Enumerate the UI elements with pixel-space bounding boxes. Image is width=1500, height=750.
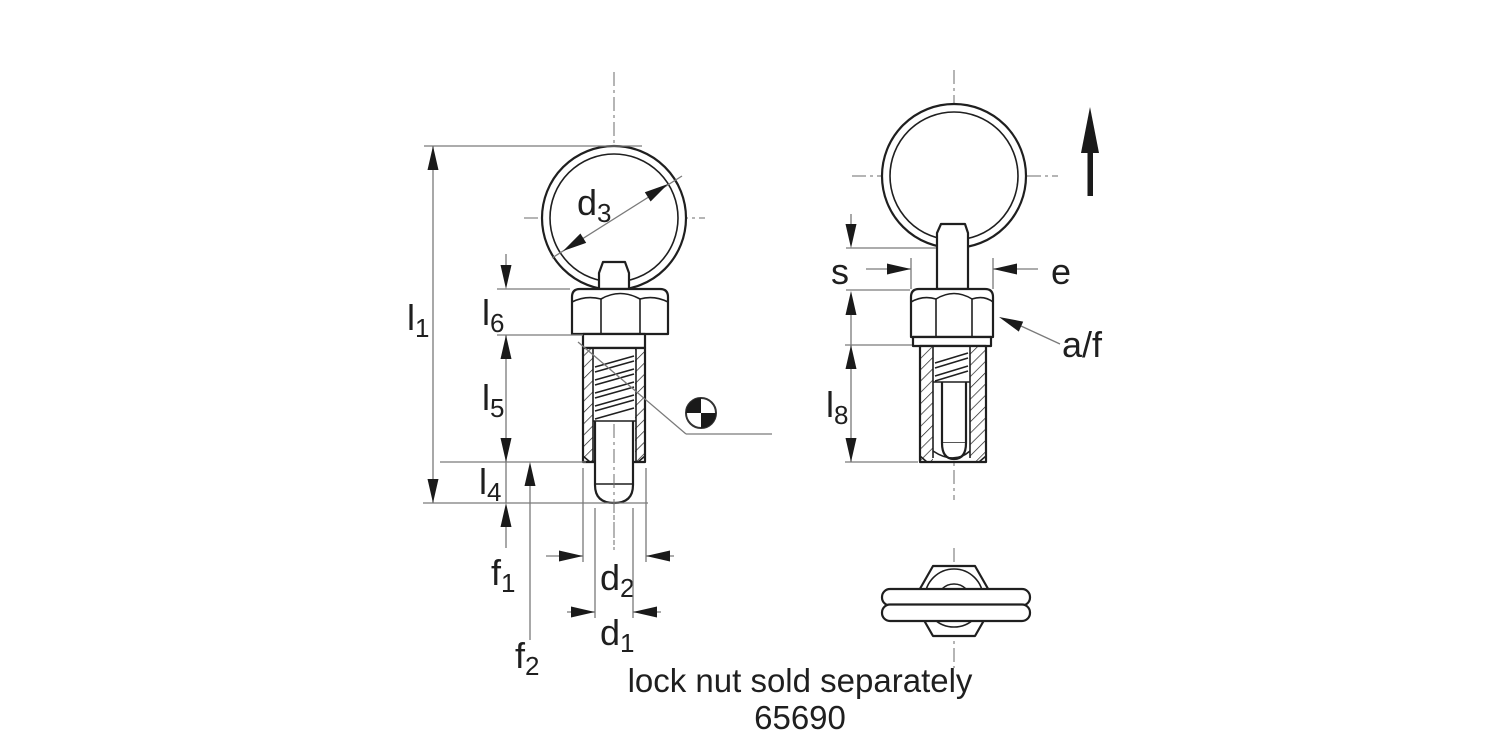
ring-edge-on (880, 587, 1032, 623)
label-f2: f2 (515, 635, 539, 681)
dim-f1: f1 (491, 527, 515, 598)
hex-nut-chamfer-arcs (910, 292, 994, 303)
dim-d3: d3 (551, 175, 683, 259)
hex-nut-body (570, 287, 670, 336)
collar (581, 332, 647, 350)
label-e: e (1051, 251, 1071, 292)
dim-f2: f2 (515, 462, 539, 681)
caption-line2-part-number: 65690 (754, 699, 846, 736)
label-l6: l6 (482, 292, 504, 338)
dim-l1: l1 (407, 146, 439, 503)
label-l5: l5 (482, 377, 504, 423)
stud (597, 260, 631, 291)
label-f1: f1 (491, 552, 515, 598)
centroid-icon (685, 397, 717, 429)
caption: lock nut sold separately 65690 (628, 662, 973, 736)
top-view (880, 548, 1032, 668)
hex-nut-body (909, 287, 995, 339)
dim-l4: l4 (479, 461, 512, 527)
hex-nut-facets (935, 299, 973, 337)
spring (934, 352, 969, 382)
front-view-extended (524, 72, 705, 550)
plunger-pin (593, 421, 635, 548)
hex-nut-chamfer-arcs (571, 292, 669, 303)
collar (911, 335, 993, 348)
dim-s: s (831, 214, 936, 345)
side-view-retracted (852, 70, 1099, 500)
dim-af: a/f (999, 317, 1103, 365)
hex-nut-facets (600, 299, 641, 334)
plunger-pin-retracted (932, 381, 971, 461)
dim-l6: l6 (482, 254, 512, 338)
label-d2: d2 (600, 557, 635, 603)
dim-l5: l5 (482, 335, 512, 462)
dim-d2: d2 (546, 468, 674, 603)
label-l8: l8 (826, 384, 848, 430)
label-s: s (831, 251, 849, 292)
label-af: a/f (1062, 324, 1103, 365)
centroid-callout (577, 341, 772, 435)
pull-direction-up-arrow-icon (1081, 107, 1099, 196)
label-l4: l4 (479, 461, 501, 507)
right-dimensions: s e a/f l8 (826, 214, 1103, 463)
left-dimensions: l1 l6 l5 l4 f1 f2 (407, 145, 683, 681)
label-d3: d3 (577, 182, 612, 228)
label-l1: l1 (407, 297, 429, 343)
dim-d1: d1 (567, 508, 661, 658)
dim-l8: l8 (826, 344, 918, 463)
stud (935, 222, 970, 291)
caption-line1: lock nut sold separately (628, 662, 973, 699)
label-d1: d1 (600, 612, 635, 658)
dim-e: e (866, 251, 1071, 292)
